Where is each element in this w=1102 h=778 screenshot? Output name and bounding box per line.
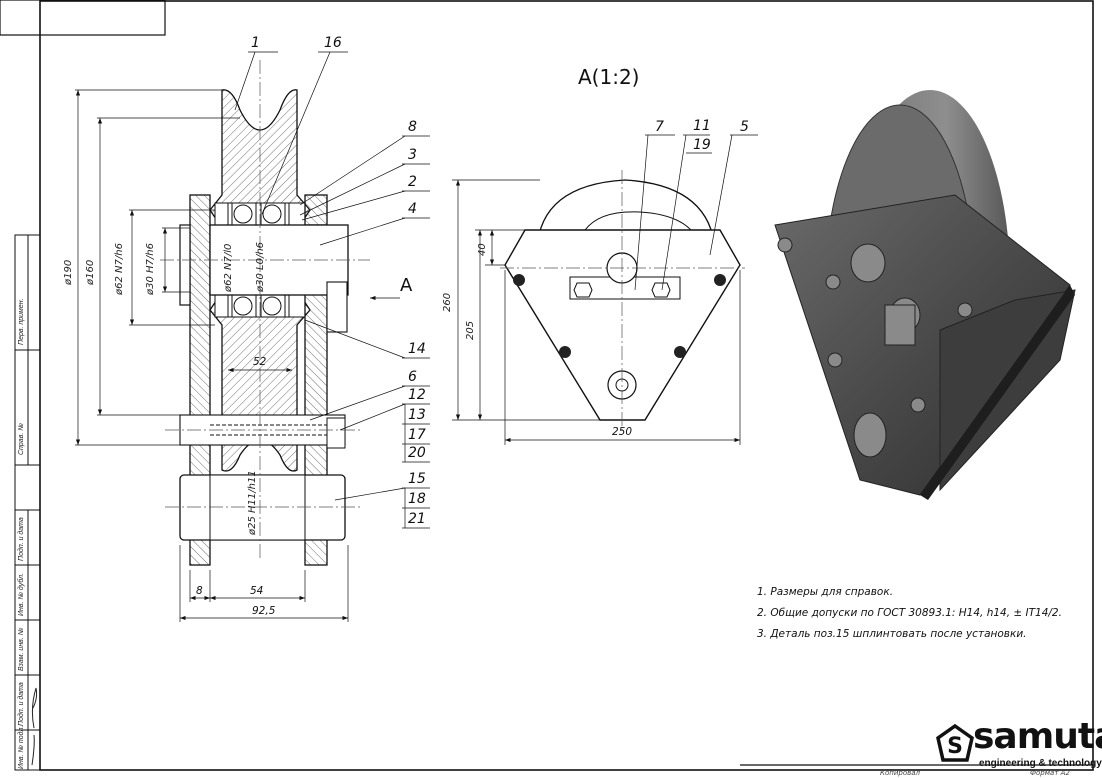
dim-d190: ø190 (63, 259, 74, 285)
dim-d30-fit: ø30 H7/h6 (145, 243, 156, 295)
dim-8: 8 (196, 585, 203, 597)
isometric-render (774, 90, 1076, 500)
position-label-18: 18 (408, 491, 426, 507)
strip-label-replace-inv: Взам. инв. № (18, 627, 25, 671)
section-view (75, 51, 430, 622)
position-label-8: 8 (408, 119, 417, 135)
logo-s-icon: S (936, 724, 974, 762)
format-label: Формат А2 (1030, 769, 1070, 777)
dim-d30-inner: ø30 L0/h6 (255, 241, 266, 292)
view-a (452, 134, 758, 445)
position-label-6: 6 (408, 369, 417, 385)
dim-92-5: 92,5 (252, 605, 276, 617)
position-label-17: 17 (408, 427, 426, 443)
position-label-11: 11 (693, 118, 711, 134)
note-3: 3. Деталь поз.15 шплинтовать после устан… (757, 628, 1027, 640)
position-label-14: 14 (408, 341, 426, 357)
logo-tagline: engineering & technology (979, 758, 1102, 769)
dim-54: 54 (250, 585, 264, 597)
position-label-5: 5 (740, 119, 749, 135)
dim-205: 205 (465, 320, 476, 340)
dim-d25: ø25 H11/h11 (247, 470, 258, 535)
logo-name: samuta (973, 716, 1102, 757)
signature (31, 687, 38, 766)
strip-label-first-use: Перв. примен. (18, 298, 25, 345)
position-label-16: 16 (324, 35, 342, 51)
note-2: 2. Общие допуски по ГОСТ 30893.1: H14, h… (757, 607, 1062, 619)
strip-label-sign-date-2: Подп. и дата (18, 682, 25, 726)
position-label-12: 12 (408, 387, 426, 403)
position-label-3: 3 (408, 147, 417, 163)
strip-label-ref-no: Справ. № (18, 423, 25, 455)
svg-text:S: S (947, 734, 963, 759)
position-label-19: 19 (693, 137, 711, 153)
position-label-15: 15 (408, 471, 426, 487)
view-a-title: A(1:2) (578, 65, 640, 89)
dim-260: 260 (442, 292, 453, 312)
dim-250: 250 (612, 426, 633, 438)
strip-label-sign-date: Подп. и дата (18, 517, 25, 561)
position-label-7: 7 (655, 119, 664, 135)
copied-label: Копировал (880, 769, 920, 777)
position-label-1: 1 (251, 35, 260, 51)
strip-label-orig-inv: Инв. № подл. (18, 725, 25, 769)
dim-d160: ø160 (85, 259, 96, 285)
dim-d62-fit: ø62 N7/h6 (114, 243, 125, 295)
position-label-20: 20 (408, 445, 426, 461)
position-label-13: 13 (408, 407, 426, 423)
dim-40: 40 (477, 243, 488, 256)
dim-52: 52 (253, 356, 267, 368)
position-label-2: 2 (408, 174, 417, 190)
position-label-4: 4 (408, 201, 417, 217)
note-1: 1. Размеры для справок. (757, 586, 894, 598)
samuta-logo: S samuta engineering & technology (935, 716, 1102, 778)
dim-d62-inner: ø62 N7/l0 (223, 243, 234, 292)
position-label-21: 21 (408, 511, 426, 527)
strip-label-dup-inv: Инв. № дубл. (18, 572, 25, 616)
view-arrow-label: A (400, 275, 413, 296)
